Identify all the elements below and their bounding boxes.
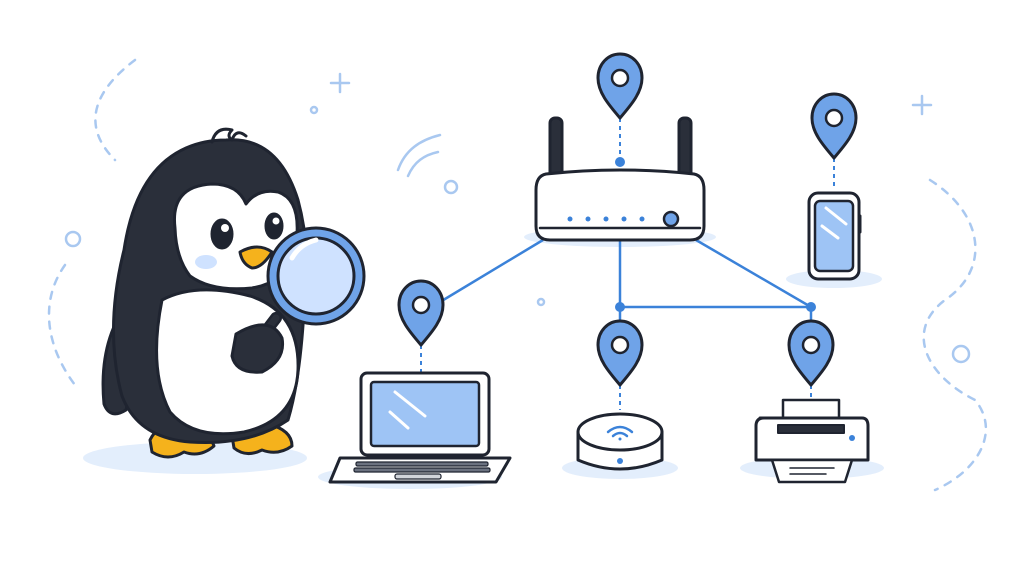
link-router-laptop [439, 238, 544, 304]
penguin-tuft [210, 127, 248, 144]
ring-dot-icon [309, 105, 319, 115]
sparkle-plus-icon [911, 94, 933, 116]
map-pin-icon [596, 319, 644, 387]
penguin-eyes [210, 212, 284, 250]
map-pin-icon [787, 319, 835, 387]
signal-arcs-icon [396, 133, 442, 178]
map-pin-icon [810, 92, 858, 160]
dashed-swirl-left-bottom [47, 263, 77, 387]
smart-speaker-icon [576, 412, 664, 471]
magnifying-glass-icon [244, 226, 366, 358]
dashed-swirl-right [922, 178, 987, 492]
printer-icon [754, 398, 870, 484]
laptop-icon [328, 371, 512, 484]
pin-stem-dot [615, 157, 625, 167]
map-pin-icon [397, 279, 445, 347]
network-links [439, 238, 816, 335]
pin-stems [420, 118, 835, 410]
ring-dot-icon [443, 179, 459, 195]
penguin-mascot [101, 127, 366, 459]
ring-dot-icon [536, 297, 546, 307]
sparkle-plus-icon [329, 72, 351, 94]
wifi-signal-icon [606, 425, 634, 441]
penguin-flipper-right [230, 323, 285, 374]
penguin-blush [195, 255, 217, 269]
link-node-dot [615, 302, 625, 312]
penguin-beak [238, 245, 274, 270]
ring-dot-icon [951, 344, 971, 364]
map-pin-icon [596, 52, 644, 120]
link-node-dot [806, 302, 816, 312]
dashed-swirl-left-top [94, 58, 137, 162]
background-decorations [47, 58, 987, 492]
link-router-printer [695, 238, 812, 309]
smartphone-icon [807, 191, 862, 281]
wifi-router-icon [534, 116, 706, 242]
ring-dot-icon [64, 230, 82, 248]
